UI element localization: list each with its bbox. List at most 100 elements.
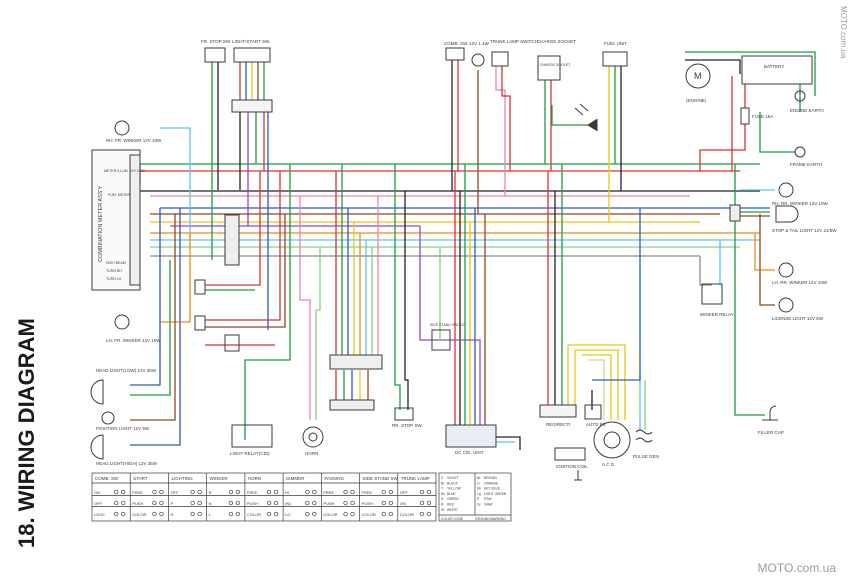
color-code-entry: BLACK — [447, 481, 459, 485]
switch-contact-icon — [114, 511, 119, 517]
switch-contact-icon — [159, 500, 164, 506]
switch-table-row-label: P — [170, 501, 173, 506]
switch-contact-icon — [152, 500, 157, 506]
switch-table-header: DIMMER — [286, 476, 305, 481]
switch-contact-icon — [197, 500, 202, 506]
color-code-entry: Gr — [477, 503, 482, 507]
label-position-light: POSITION LIGHT 12V 5W — [96, 426, 150, 431]
winker-relay-box — [701, 283, 723, 305]
label-frame-earth: FRAME EARTH — [790, 162, 822, 167]
label-license-light: LICENSE LIGHT 12V 5W — [772, 316, 824, 321]
switch-contact-icon — [197, 511, 202, 517]
label-engine-earth: ENGINE EARTH — [790, 108, 824, 113]
mid-joint-connector — [224, 214, 240, 266]
wire-acg-y1 — [568, 344, 626, 420]
switch-table-row-label: COLOR — [247, 512, 261, 517]
wire-relay-mid-4 — [205, 214, 286, 328]
watermark-side: MOTO.com.ua — [839, 6, 848, 59]
label-battery: BATTERY — [764, 64, 784, 69]
side-stand-switch-box — [431, 329, 451, 351]
color-code-entry: Br — [477, 476, 481, 480]
switch-contact-icon — [381, 500, 386, 506]
trunk-lamp-bulb-icon — [471, 53, 485, 67]
switch-contact-icon — [419, 511, 425, 517]
switch-table-row-label: FREE — [132, 490, 143, 495]
color-code-entry: Bu — [441, 492, 445, 496]
switch-table-row-label: OFF — [94, 501, 103, 506]
switch-table-row-label: FREE — [362, 490, 373, 495]
label-turn-lh: TURN LH — [106, 277, 122, 281]
switch-contact-icon — [228, 489, 234, 495]
switch-contact-icon — [426, 511, 432, 517]
wire-acg-y3 — [582, 354, 612, 420]
wire-position-light — [130, 214, 176, 421]
switch-table-row-label: FREE — [323, 490, 334, 495]
switch-table-row-label: OFF — [400, 490, 409, 495]
rr-stop-sw-box — [394, 407, 414, 421]
switch-contact-icon — [121, 500, 126, 506]
label-combination-meter: COMBINATION METER ASS'Y — [98, 186, 104, 262]
label-comb-sw: COMB. SW. — [444, 41, 468, 46]
watermark-bottom: MOTO.com.ua — [757, 561, 836, 575]
switch-contact-icon — [350, 511, 355, 517]
trunk-lamp-switch-box — [491, 51, 509, 67]
battery-box — [741, 55, 813, 85]
engine-motor-letter: M — [694, 71, 702, 81]
diode-arrows — [574, 103, 589, 116]
relay-mid-2 — [194, 315, 206, 331]
fr-stop-sw-box — [204, 47, 226, 63]
switch-table-row-label: LO — [285, 512, 290, 517]
rear-connector — [329, 354, 383, 370]
color-code-entry: SKY BLUE — [484, 487, 501, 491]
color-code-entry: PINK — [484, 497, 492, 501]
label-meter-illum: METER ILLUM. 12V 3.4W — [104, 169, 146, 173]
wire-lh-rr-winker — [754, 233, 775, 271]
switch-contact-icon — [343, 489, 348, 495]
horn-icon — [302, 426, 324, 448]
switch-table-row-label: PUSH — [362, 501, 373, 506]
switch-contact-icon — [343, 511, 348, 517]
label-pulse-gen: PULSE GEN — [633, 454, 659, 459]
switch-table-row-label: COLOR — [323, 512, 337, 517]
color-code-entry: Lg — [477, 492, 481, 496]
lower-joint — [329, 399, 375, 411]
lh-rr-winker-bulb-icon — [778, 262, 794, 278]
wire-relay-mid-1 — [205, 171, 261, 286]
filler-cap-icon — [762, 405, 778, 421]
meter-inner-connector — [129, 154, 141, 286]
switch-contact-icon — [121, 489, 126, 495]
label-horn: HORN — [305, 451, 318, 456]
engine-motor-icon — [685, 63, 711, 89]
switch-contact-icon — [388, 489, 393, 495]
label-rh-fr-winker: RH. FR. WINKER 12V 10W — [106, 138, 162, 143]
color-code-entry: GREEN — [447, 497, 459, 501]
color-code-entry: RED — [447, 503, 455, 507]
color-code-entry: R — [441, 503, 444, 507]
switch-contact-icon — [312, 500, 317, 506]
switch-contact-icon — [266, 489, 272, 495]
wire-horn — [299, 196, 311, 420]
label-charge-socket: CHARGE SOCKET — [537, 39, 576, 44]
label-acg: A.C.G. — [602, 462, 616, 467]
page-title: 18. WIRING DIAGRAM — [14, 318, 39, 548]
switch-contact-icon — [305, 489, 310, 495]
switch-table-row-label: FREE — [247, 490, 258, 495]
wire-light-relay — [244, 164, 291, 440]
charge-socket-box — [537, 55, 561, 81]
switch-contact-icon — [273, 489, 279, 495]
lh-fr-winker-bulb-icon — [114, 314, 130, 330]
switch-table-row-label: COLOR — [400, 512, 414, 517]
label-rh-rr-winker: RH. RR. WINKER 12V 10W — [772, 201, 829, 206]
relay-mid-1 — [194, 279, 206, 295]
switch-contact-icon — [350, 489, 355, 495]
label-winker-relay: WINKER RELAY — [700, 312, 734, 317]
wire-head-light-1 — [130, 208, 161, 386]
switch-table-row-label: R — [209, 490, 212, 495]
wire-relay-mid-3 — [205, 171, 281, 321]
switch-contact-icon — [273, 511, 279, 517]
fuse-box — [740, 107, 750, 125]
switch-table-frame — [91, 472, 437, 522]
label-fuel-unit: FUEL UNIT — [604, 41, 627, 46]
